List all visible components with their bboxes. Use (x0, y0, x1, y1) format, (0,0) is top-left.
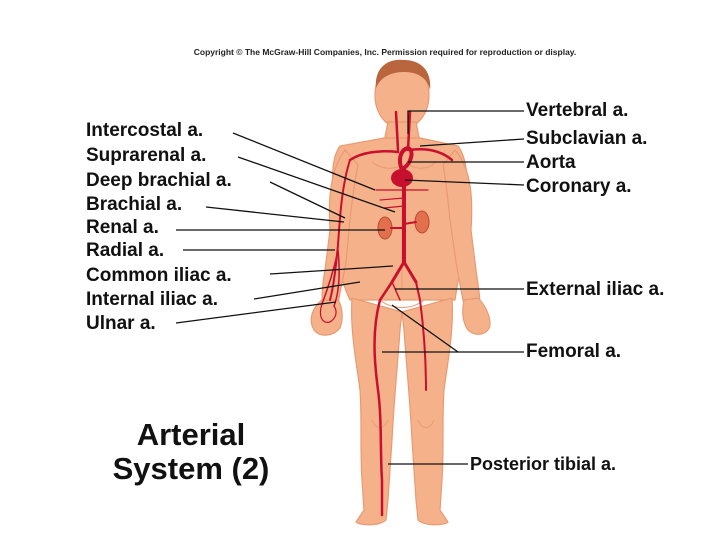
label-external-iliac-a: External iliac a. (526, 279, 665, 300)
label-deep-brachial-a: Deep brachial a. (86, 170, 232, 191)
title-line-1: Arterial (136, 417, 246, 452)
femoral-left-vessel (415, 281, 427, 391)
hair (375, 59, 431, 90)
hand-left (462, 297, 491, 335)
label-coronary-a: Coronary a. (526, 176, 632, 197)
brachial-vessel (329, 159, 351, 301)
label-posterior-tibial-a: Posterior tibial a. (470, 454, 617, 474)
label-subclavian-a: Subclavian a. (526, 128, 648, 149)
carotid-vessels (394, 110, 412, 152)
arteries (319, 110, 454, 517)
label-brachial-a: Brachial a. (86, 194, 183, 215)
kidney-right (377, 216, 393, 240)
hand-arch-vessel (319, 303, 337, 323)
diagram-title: Arterial System (2) (96, 418, 286, 486)
hand-right (310, 299, 343, 336)
subclavian-right-vessel (348, 150, 400, 162)
copyright-notice: Copyright © The McGraw-Hill Companies, I… (193, 47, 577, 57)
label-ulnar-a: Ulnar a. (86, 313, 156, 334)
label-intercostal-a: Intercostal a. (86, 120, 204, 141)
label-common-iliac-a: Common iliac a. (86, 265, 232, 286)
label-suprarenal-a: Suprarenal a. (86, 145, 207, 166)
title-line-2: System (2) (112, 451, 270, 486)
femoral-right-vessel (373, 280, 394, 517)
renal-vessels (390, 221, 417, 229)
leg-left (401, 297, 453, 526)
label-radial-a: Radial a. (86, 240, 165, 261)
kidney-left (414, 210, 430, 234)
label-internal-iliac-a: Internal iliac a. (86, 289, 218, 310)
label-aorta: Aorta (526, 152, 576, 173)
intercostal-vessels (375, 189, 429, 209)
body-silhouette (310, 60, 491, 526)
label-femoral-a: Femoral a. (526, 341, 622, 362)
label-vertebral-a: Vertebral a. (526, 100, 629, 121)
leg-right (351, 297, 403, 526)
label-renal-a: Renal a. (86, 217, 159, 238)
common-iliac-vessels (390, 260, 418, 284)
subclavian-left-vessel (408, 148, 454, 162)
internal-iliac-vessel (391, 281, 401, 301)
leader-lines (175, 110, 525, 465)
